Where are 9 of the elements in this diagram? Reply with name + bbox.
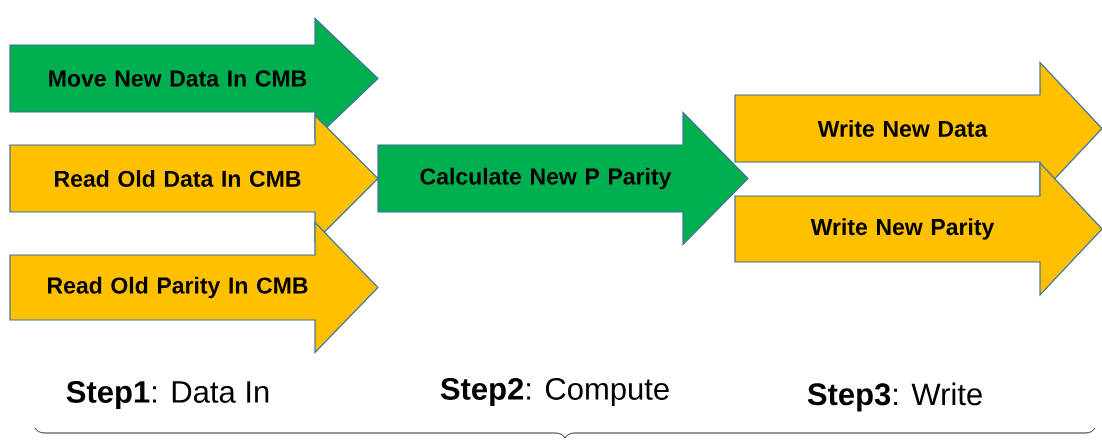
step-label: Step1: Data In — [66, 380, 269, 410]
arrow-box: Move New Data In CMB — [9, 17, 379, 140]
step-label: Step2: Compute — [440, 377, 669, 407]
arrow-box: Read Old Data In CMB — [9, 114, 379, 243]
arrow-box: Write New Parity — [734, 161, 1102, 297]
step-label: Step3: Write — [807, 382, 982, 412]
arrow-box: Write New Data — [734, 61, 1102, 196]
arrow-box: Calculate New P Parity — [377, 111, 749, 246]
arrow-box: Read Old Parity In CMB — [9, 221, 379, 354]
